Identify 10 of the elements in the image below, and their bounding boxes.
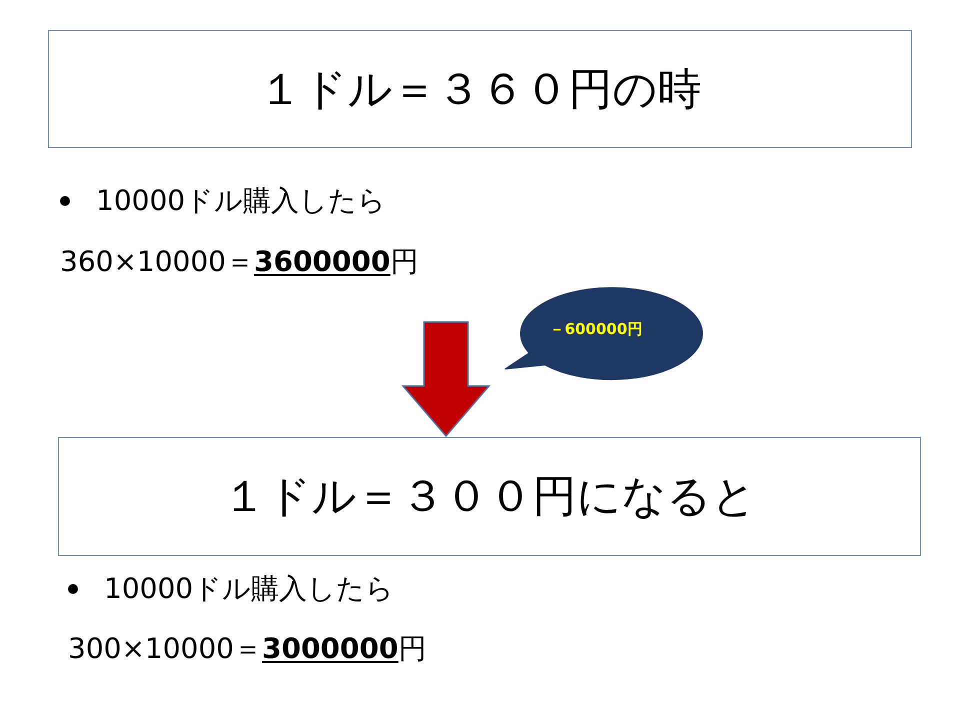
heading-box [58, 437, 921, 556]
formula-text: 300×10000＝3000000円 [68, 631, 426, 667]
heading-box [48, 30, 912, 148]
bullet-text: 10000ドル購入したら [104, 571, 394, 607]
heading-text: １ドル＝３００円になると [222, 470, 756, 524]
callout-text: －600000円 [550, 320, 642, 338]
heading-text: １ドル＝３６０円の時 [258, 62, 702, 116]
down-arrow [401, 321, 491, 438]
bullet-text: 10000ドル購入したら [96, 183, 386, 219]
formula-text: 360×10000＝3600000円 [60, 244, 418, 280]
